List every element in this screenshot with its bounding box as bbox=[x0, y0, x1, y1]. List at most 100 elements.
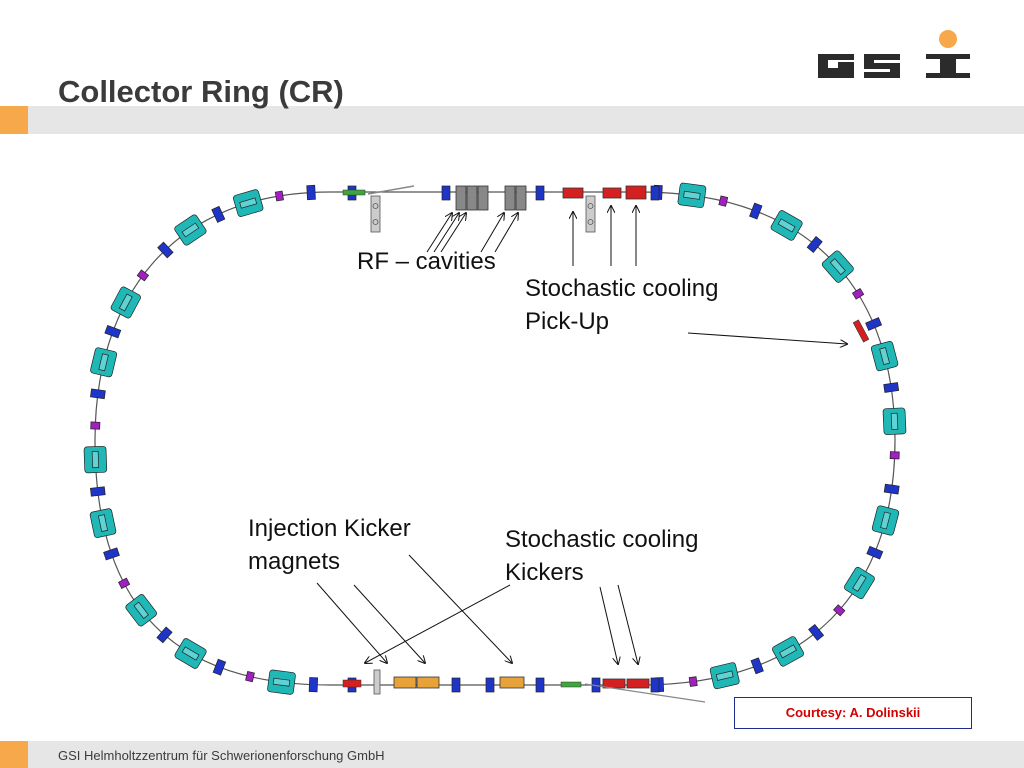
dipole-gap bbox=[181, 222, 200, 238]
dipole-magnet bbox=[125, 594, 157, 627]
quadrupole-magnet bbox=[104, 325, 122, 339]
rf-cavity bbox=[504, 185, 516, 211]
quadrupole-magnet bbox=[103, 547, 120, 561]
dipole-gap bbox=[272, 677, 291, 687]
dipole-magnet bbox=[843, 566, 875, 600]
pickup-tank bbox=[625, 185, 647, 200]
bottom-straight-elements bbox=[342, 669, 706, 703]
quadrupole-magnet bbox=[535, 677, 545, 693]
quadrupole-magnet bbox=[808, 623, 825, 641]
injection-kicker bbox=[416, 676, 440, 689]
pickup-tank bbox=[562, 187, 584, 199]
dipole-magnet bbox=[870, 341, 899, 372]
dipole-magnet bbox=[267, 669, 296, 695]
dipole-gap bbox=[890, 412, 899, 430]
rf-cavity bbox=[515, 185, 527, 211]
quadrupole-magnet bbox=[212, 658, 227, 676]
dipole-magnet bbox=[233, 189, 264, 217]
green-element bbox=[342, 189, 366, 196]
extraction-line bbox=[367, 185, 415, 195]
dipole-gap bbox=[133, 601, 149, 619]
injection-kicker bbox=[393, 676, 417, 689]
dipole-gap bbox=[879, 347, 890, 366]
dipole-magnet bbox=[174, 638, 207, 669]
quadrupole-magnet bbox=[650, 185, 660, 201]
dipole-magnet bbox=[882, 407, 907, 436]
pickup-tank-right bbox=[852, 319, 870, 343]
sextupole-magnet bbox=[118, 577, 131, 589]
dipole-gap bbox=[829, 258, 846, 276]
sextupole-magnet bbox=[274, 190, 284, 202]
footer-accent-square bbox=[0, 741, 28, 768]
pickup-tank bbox=[602, 187, 622, 199]
dipole-magnet bbox=[709, 662, 740, 690]
dipole-gap bbox=[98, 514, 108, 532]
dipole-gap bbox=[181, 646, 200, 661]
quadrupole-magnet bbox=[156, 626, 173, 644]
quadrupole-magnet bbox=[451, 677, 461, 693]
quadrupole-magnet bbox=[650, 677, 660, 693]
annotation-arrows bbox=[316, 206, 847, 664]
rf-cavity bbox=[477, 185, 489, 211]
sextupole-magnet bbox=[833, 604, 846, 617]
footer-bar bbox=[0, 741, 1024, 768]
quadrupole-magnet bbox=[485, 677, 495, 693]
dipole-gap bbox=[91, 451, 100, 469]
dipole-magnet bbox=[89, 508, 117, 538]
quadrupole-magnet bbox=[865, 317, 883, 331]
quadrupole-magnet bbox=[806, 236, 823, 253]
dipole-gap bbox=[777, 218, 796, 233]
dipole-magnet bbox=[174, 214, 207, 246]
dipole-magnet bbox=[90, 347, 118, 378]
injection-septum bbox=[373, 669, 381, 695]
dipole-gap bbox=[852, 574, 867, 592]
courtesy-box: Courtesy: A. Dolinskii bbox=[734, 697, 972, 729]
stochastic-pickup-label-line2: Pick-Up bbox=[525, 308, 610, 335]
dipole-gap bbox=[98, 353, 109, 372]
dipole-magnet bbox=[770, 210, 803, 241]
sextupole-magnet bbox=[889, 451, 900, 460]
top-straight-elements bbox=[342, 185, 870, 343]
logo-dot bbox=[939, 30, 957, 48]
dipole-magnet bbox=[110, 286, 141, 319]
stochastic-kickers-label-line2: Kickers bbox=[505, 559, 584, 586]
dipole-magnet bbox=[821, 250, 854, 283]
septum-post bbox=[370, 195, 381, 233]
quadrupole-magnet bbox=[90, 388, 106, 400]
stochastic-kickers-label-line1: Stochastic cooling bbox=[505, 526, 699, 553]
quadrupole-magnet bbox=[157, 241, 174, 259]
cooling-kicker-tank bbox=[626, 678, 650, 689]
title-accent-square bbox=[0, 106, 28, 134]
stochastic-pickup-label-line1: Stochastic cooling bbox=[525, 275, 719, 302]
quadrupole-magnet bbox=[306, 184, 316, 201]
ring-elements bbox=[83, 182, 907, 695]
slide-title: Collector Ring (CR) bbox=[58, 74, 344, 109]
dipole-magnet bbox=[871, 505, 900, 536]
sextupole-magnet bbox=[90, 421, 101, 430]
quadrupole-magnet bbox=[535, 185, 545, 201]
quadrupole-magnet bbox=[883, 483, 900, 495]
injection-kicker-label-line1: Injection Kicker bbox=[248, 515, 411, 542]
dipole-gap bbox=[779, 644, 797, 659]
title-bar bbox=[0, 106, 1024, 134]
quadrupole-magnet bbox=[211, 205, 226, 223]
sextupole-magnet bbox=[245, 670, 255, 683]
quadrupole-magnet bbox=[750, 657, 764, 675]
green-element bbox=[560, 681, 582, 688]
septum-post bbox=[585, 195, 596, 233]
dipole-gap bbox=[239, 197, 258, 209]
sextupole-magnet bbox=[136, 269, 150, 282]
footer-text: GSI Helmholtzzentrum für Schwerionenfors… bbox=[58, 748, 385, 763]
injection-kicker bbox=[499, 676, 525, 689]
quadrupole-magnet bbox=[883, 382, 900, 393]
quadrupole-magnet bbox=[90, 486, 106, 497]
dipole-gap bbox=[880, 511, 891, 530]
dipole-gap bbox=[118, 293, 133, 312]
quadrupole-magnet bbox=[441, 185, 451, 201]
rf-cavities-label: RF – cavities bbox=[357, 248, 496, 275]
injection-kicker-label-line2: magnets bbox=[248, 548, 341, 575]
dipole-magnet bbox=[772, 636, 804, 667]
dipole-gap bbox=[683, 190, 701, 200]
dipole-magnet bbox=[677, 182, 707, 208]
